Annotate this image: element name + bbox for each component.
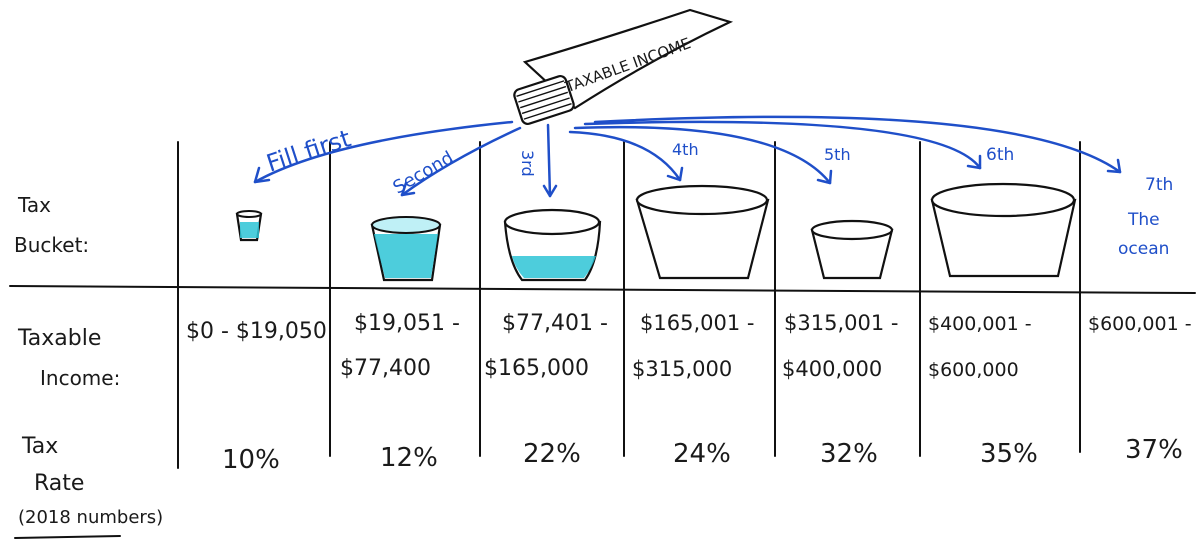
bucket-3 (503, 208, 602, 282)
label-third: 3rd (518, 150, 537, 177)
arrow-seventh (593, 115, 1122, 174)
income-1-line1: $0 - $19,050 (186, 319, 327, 344)
row-label-income-line2: Income: (40, 366, 120, 390)
rate-values: 10% 12% 22% 24% 32% 35% 37% (222, 435, 1183, 475)
label-second: Second (389, 147, 457, 198)
rate-2: 12% (380, 443, 438, 473)
rate-4: 24% (673, 439, 731, 469)
row-label-rate-line2: Rate (34, 471, 84, 496)
arrow-fifth (573, 125, 832, 185)
rate-3: 22% (523, 439, 581, 469)
rate-5: 32% (820, 439, 878, 469)
label-fifth: 5th (824, 145, 851, 164)
label-fourth: 4th (672, 140, 699, 159)
row-label-bucket-line1: Tax (17, 193, 51, 217)
row-label-note: (2018 numbers) (18, 507, 163, 528)
fill-arrows (253, 115, 1122, 198)
income-5-line1: $315,001 - (784, 311, 898, 335)
arrow-third (546, 123, 552, 198)
income-6-line1: $400,001 - (928, 313, 1032, 335)
label-seventh: 7th (1145, 175, 1173, 195)
arrow-sixth (583, 120, 982, 170)
income-7-line1: $600,001 - (1088, 313, 1192, 335)
income-values: $0 - $19,050 $19,051 - $77,400 $77,401 -… (186, 311, 1192, 381)
bucket-6 (930, 182, 1077, 278)
row-labels: Tax Bucket: Taxable Income: Tax Rate (20… (14, 193, 163, 528)
arrow-fourth (568, 130, 682, 182)
taxable-income-tube: TAXABLE INCOME (513, 8, 734, 126)
row-label-rate-line1: Tax (21, 434, 58, 459)
income-3-line1: $77,401 - (502, 311, 608, 336)
rate-6: 35% (980, 439, 1038, 469)
income-2-line1: $19,051 - (354, 311, 460, 336)
ocean-label-line1: The (1127, 210, 1160, 230)
income-6-line2: $600,000 (928, 359, 1019, 381)
row-label-income-line1: Taxable (17, 326, 101, 351)
row-label-bucket-line2: Bucket: (14, 233, 89, 257)
label-fill-first: Fill first (263, 124, 354, 177)
bucket-1 (235, 210, 263, 242)
income-3-line2: $165,000 (484, 356, 589, 381)
bucket-4 (635, 184, 770, 280)
tax-buckets (235, 182, 1077, 282)
label-sixth: 6th (986, 145, 1014, 165)
income-5-line2: $400,000 (782, 357, 882, 381)
arrow-first (253, 120, 514, 184)
rate-1: 10% (222, 445, 280, 475)
income-2-line2: $77,400 (340, 356, 431, 381)
arrow-second (400, 126, 522, 197)
income-4-line1: $165,001 - (640, 311, 754, 335)
bucket-5 (810, 219, 894, 280)
income-4-line2: $315,000 (632, 357, 732, 381)
ocean-label-line2: ocean (1118, 239, 1169, 259)
grid-lines (9, 141, 1196, 539)
rate-7: 37% (1125, 435, 1183, 465)
bucket-2 (370, 216, 442, 282)
